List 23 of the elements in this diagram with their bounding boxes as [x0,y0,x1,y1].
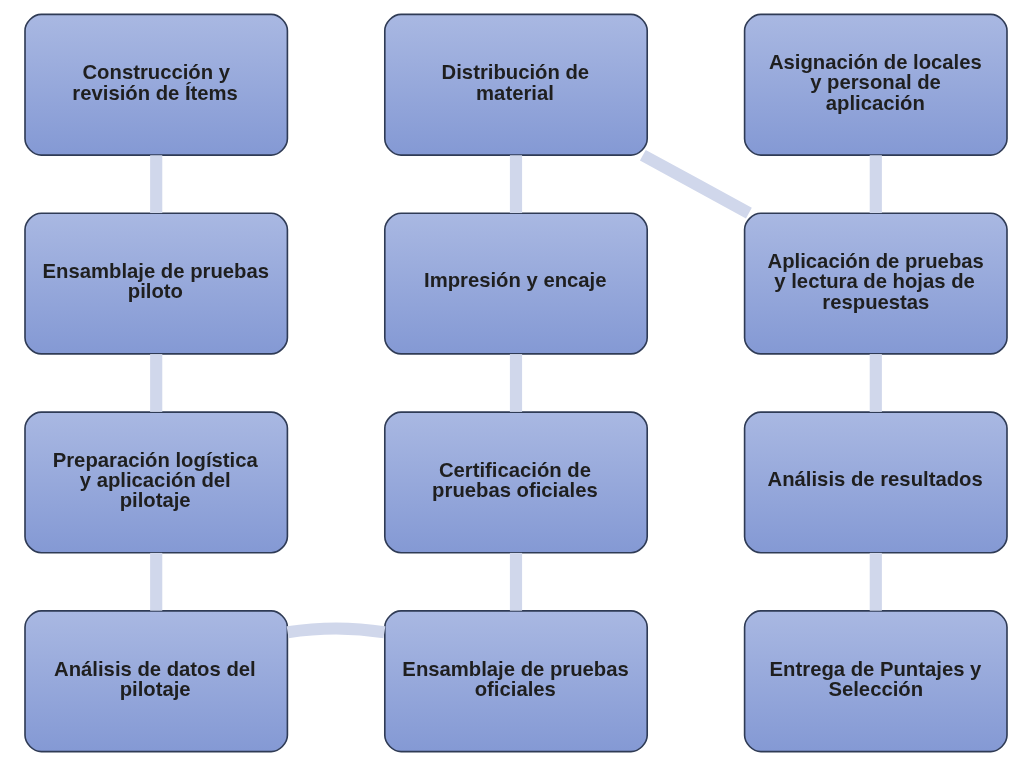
connector [149,353,162,412]
connector [149,154,162,213]
node-box: Asignación de locales y personal de aplicación [743,13,1008,156]
node-box: Ensamblaje de pruebas piloto [23,211,288,355]
connector [286,621,385,638]
node-box: Análisis de datos del pilotaje [23,609,288,752]
node-box: Impresión y encaje [383,211,648,355]
node-box: Ensamblaje de pruebas oficiales [383,609,648,752]
node-box: Análisis de resultados [743,410,1008,554]
node-box: Construcción y revisión de Ítems [23,13,288,156]
connector [639,149,752,218]
connector [869,353,882,412]
connector [869,154,882,213]
connector [509,353,522,412]
node-box: Certificación de pruebas oficiales [383,410,648,554]
connector [509,552,522,611]
connector [149,552,162,611]
node-box: Distribución de material [383,13,648,156]
node-box: Entrega de Puntajes y Selección [743,609,1008,752]
connector [869,552,882,611]
node-box: Preparación logística y aplicación del pilotaje [23,410,288,554]
connector [509,154,522,213]
node-box: Aplicación de pruebas y lectura de hojas de respuestas [743,211,1008,355]
